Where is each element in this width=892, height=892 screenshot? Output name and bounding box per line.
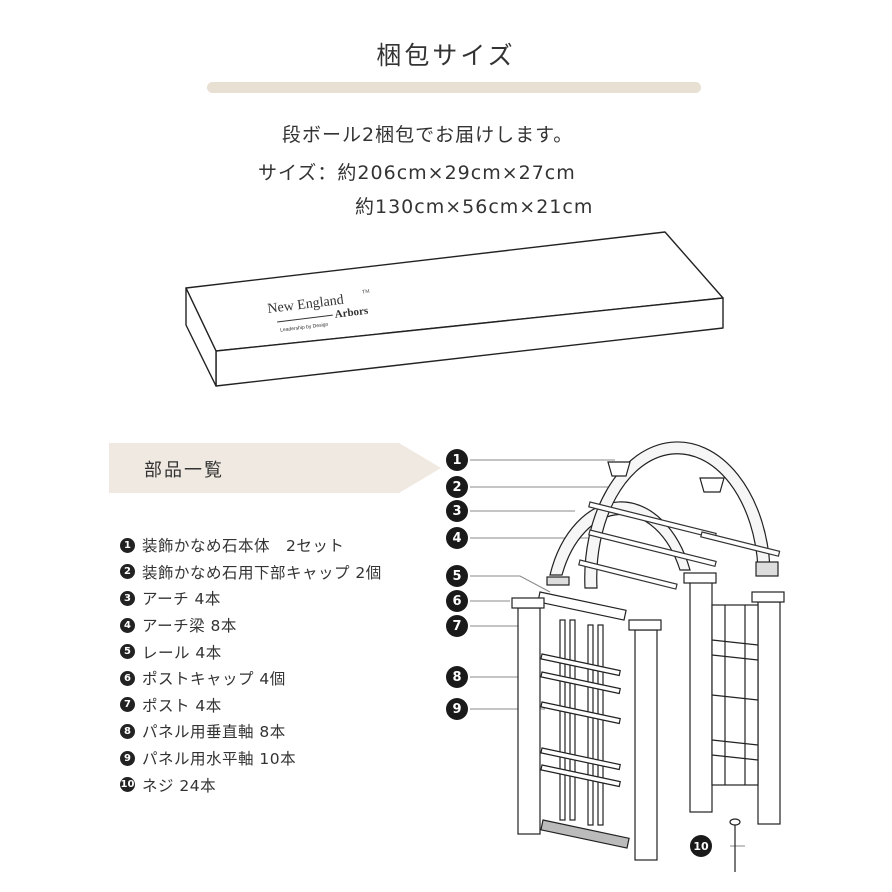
page-title: 梱包サイズ [376,41,516,70]
callout-3-icon: 3 [446,500,468,522]
callout-4-icon: 4 [446,527,468,549]
package-size-1: サイズ：約206cm×29cm×27cm [258,162,576,184]
package-box-illustration: New England TM Arbors Leadership by Desi… [185,231,724,387]
number-badge-icon: 2 [120,564,135,580]
package-count-text: 段ボール2梱包でお届けします。 [282,124,574,146]
brand-subname: Arbors [334,305,370,321]
callout-8-icon: 8 [446,666,468,688]
callout-9-icon: 9 [446,698,468,720]
package-size-2: 約130cm×56cm×21cm [355,196,594,218]
callout-2-icon: 2 [446,476,468,498]
number-badge-icon: 4 [120,617,135,633]
number-badge-icon: 8 [120,723,135,739]
number-badge-icon: 5 [120,644,135,660]
number-badge-icon: 7 [120,697,135,713]
number-badge-icon: 9 [120,750,135,766]
arbor-exploded-diagram: 1 2 3 4 5 6 7 8 9 10 [440,440,800,880]
callout-1-icon: 1 [446,449,468,471]
number-badge-icon: 3 [120,590,135,606]
brand-tagline: Leadership by Design [280,322,329,334]
number-badge-icon: 10 [120,777,135,793]
callout-6-icon: 6 [446,590,468,612]
callout-10-icon: 10 [690,835,712,857]
callout-5-icon: 5 [446,565,468,587]
callout-7-icon: 7 [446,615,468,637]
title-underline-bar [207,82,701,93]
svg-text:TM: TM [362,289,371,295]
parts-list-title: 部品一覧 [144,460,224,481]
parts-list-header: 部品一覧 [109,443,441,493]
number-badge-icon: 1 [120,537,135,553]
number-badge-icon: 6 [120,670,135,686]
